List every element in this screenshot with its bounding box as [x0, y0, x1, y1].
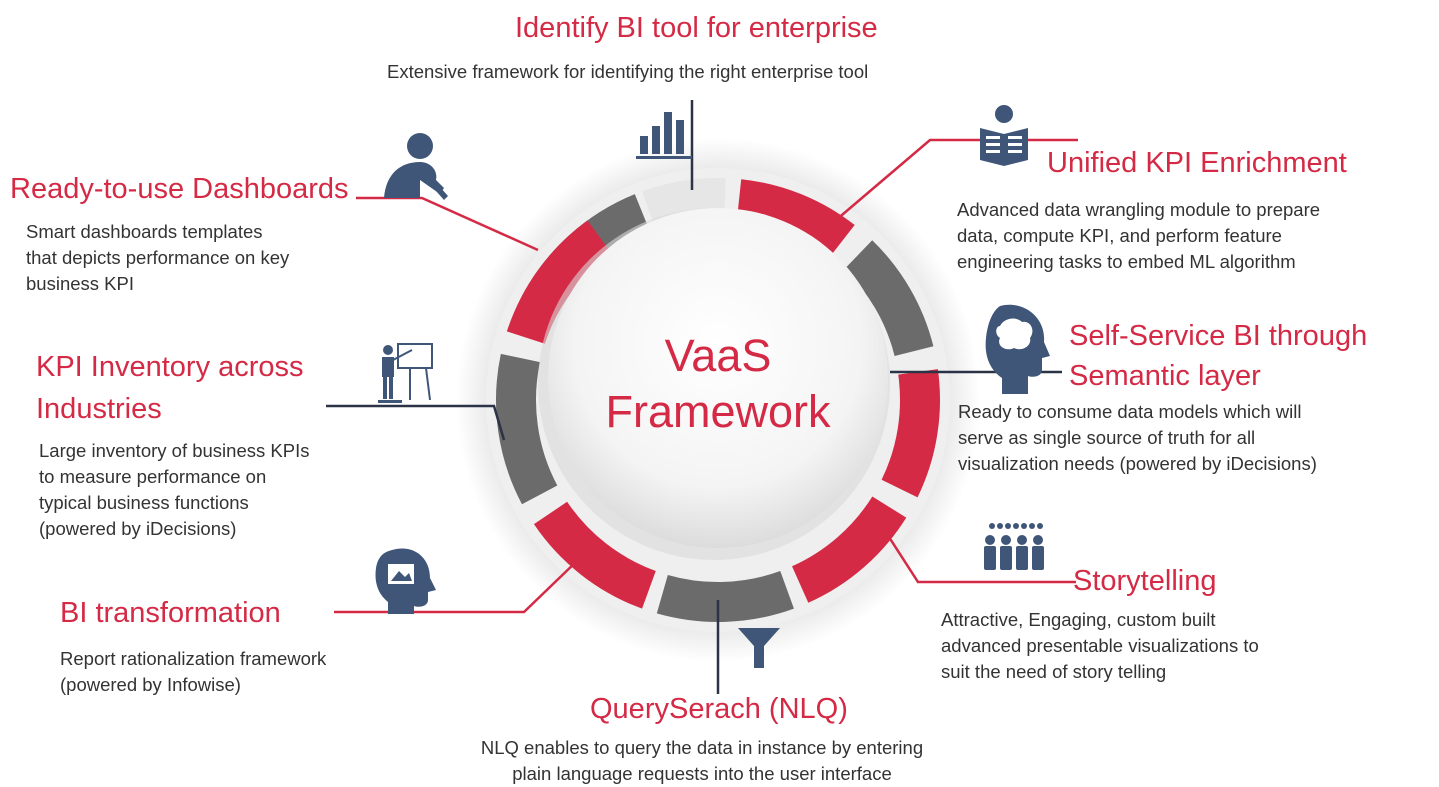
connector-kpi-inventory — [326, 404, 506, 441]
connector-storytelling — [876, 519, 1076, 584]
bar-chart-icon — [636, 112, 692, 159]
person-writing-icon — [384, 133, 448, 200]
bi-tool-description: Extensive framework for identifying the … — [387, 61, 869, 82]
image-head-icon — [375, 548, 436, 614]
bi-transformation-description: Report rationalization framework (powere… — [60, 648, 327, 695]
connector-dashboards — [356, 196, 539, 252]
audience-group-icon — [984, 523, 1044, 570]
storytelling-description: Attractive, Engaging, custom built advan… — [941, 609, 1259, 682]
center-label-line2: Framework — [605, 386, 831, 437]
ring-segments — [496, 178, 941, 622]
connector-kpi-enrichment — [821, 138, 1078, 233]
kpi-inventory-title-line1: KPI Inventory across — [36, 351, 304, 383]
nlq-title: QuerySerach (NLQ) — [590, 693, 848, 725]
filter-funnel-icon — [738, 628, 780, 668]
bi-transformation-title: BI transformation — [60, 597, 281, 629]
newspaper-reader-icon — [980, 105, 1028, 166]
ring-segment — [881, 369, 941, 498]
nlq-description: NLQ enables to query the data in instanc… — [480, 737, 924, 784]
kpi-inventory-description: Large inventory of business KPIs to meas… — [39, 440, 310, 539]
center-label-line1: VaaS — [664, 330, 772, 381]
ring-segment — [656, 571, 794, 622]
kpi-enrichment-description: Advanced data wrangling module to prepar… — [957, 199, 1321, 272]
brain-head-icon — [985, 304, 1050, 394]
kpi-inventory-title-line2: Industries — [36, 393, 162, 425]
presenter-board-icon — [378, 343, 433, 403]
storytelling-title: Storytelling — [1073, 565, 1217, 597]
ring-segment — [844, 240, 934, 356]
ring-segment — [533, 501, 656, 609]
bi-tool-title: Identify BI tool for enterprise — [515, 12, 878, 44]
kpi-inventory-title: KPI Inventory across Industries — [36, 346, 304, 430]
dashboards-description: Smart dashboards templates that depicts … — [26, 221, 290, 294]
kpi-enrichment-title: Unified KPI Enrichment — [1047, 147, 1347, 179]
ring-segment — [737, 179, 855, 257]
ring-segment — [792, 496, 907, 603]
dashboards-title: Ready-to-use Dashboards — [10, 173, 349, 205]
ring-segment — [506, 220, 612, 344]
self-service-title-line2: Semantic layer — [1069, 360, 1261, 392]
ring-segment — [496, 353, 558, 505]
center-disc — [548, 208, 888, 548]
self-service-description: Ready to consume data models which will … — [958, 401, 1317, 474]
self-service-title: Self-Service BI through Semantic layer — [1069, 316, 1367, 396]
self-service-title-line1: Self-Service BI through — [1069, 320, 1368, 352]
center-label: VaaS Framework — [568, 328, 868, 440]
